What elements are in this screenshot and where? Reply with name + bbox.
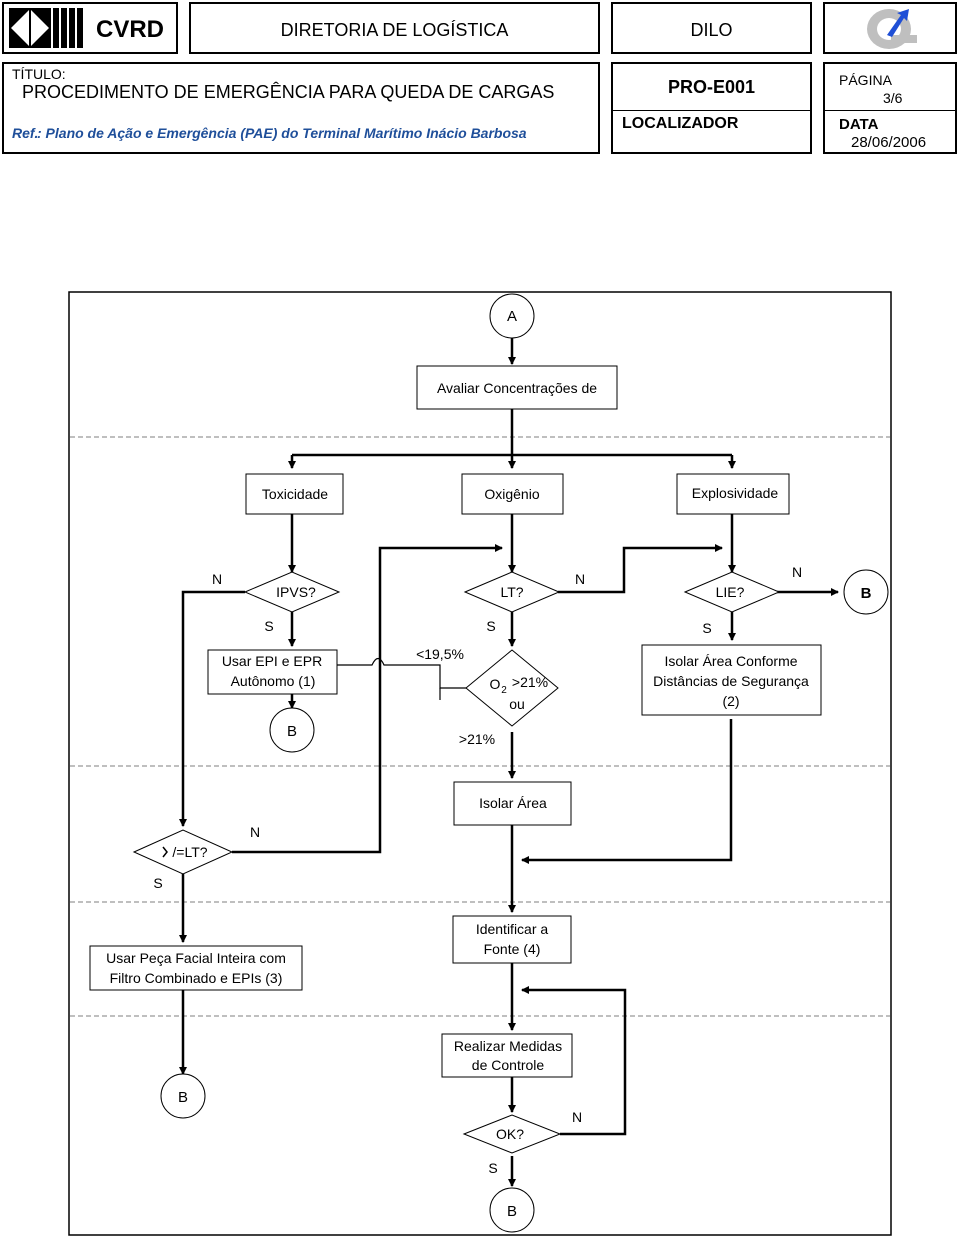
isolate-line3: (2)	[722, 693, 739, 709]
mask-box	[89, 945, 303, 991]
directorate-name: DIRETORIA DE LOGÍSTICA	[280, 20, 509, 40]
procedure-code: PRO-E001	[667, 77, 756, 97]
ipvs-yes-label: S	[264, 618, 273, 634]
epr-line1: Usar EPI e EPR	[222, 653, 322, 669]
connector-b-ipvs	[269, 707, 315, 753]
code-divider	[613, 110, 810, 111]
isolate-line2: Distâncias de Segurança	[653, 673, 809, 689]
gte-lt-yes-label: S	[153, 875, 162, 891]
o2-low-label: <19,5%	[416, 646, 464, 662]
connector-b-ipvs-label: B	[287, 723, 297, 740]
control-line1: Realizar Medidas	[454, 1038, 562, 1054]
o2-decision	[465, 649, 559, 727]
o2-thin-links	[337, 657, 466, 700]
o2-symbol: O	[490, 676, 501, 692]
evaluate-box	[416, 365, 618, 410]
unit-box: DILO	[611, 2, 812, 54]
isolate-area-box	[453, 781, 572, 826]
control-box	[441, 1033, 573, 1078]
mask-line2: Filtro Combinado e EPIs (3)	[110, 970, 283, 986]
page-divider	[825, 110, 955, 111]
o2-or-label: ou	[509, 696, 525, 712]
explosivity-box	[676, 473, 790, 515]
lie-no-label: N	[792, 564, 802, 580]
lt-no-label: N	[575, 571, 585, 587]
dashed-separators	[70, 436, 890, 1017]
reference-prefix: Ref.	[12, 125, 39, 141]
date-label: DATA	[839, 116, 879, 133]
connector-b-left	[160, 1073, 206, 1119]
o2-subscript: 2	[501, 685, 507, 696]
o2-high-bottom-label: >21%	[459, 731, 495, 747]
isolate-area-label: Isolar Área	[479, 795, 547, 811]
ipvs-decision	[243, 571, 341, 613]
date-value: 28/06/2006	[851, 134, 927, 151]
company-logo-icon	[9, 8, 83, 48]
connector-b-end-label: B	[507, 1203, 517, 1220]
isolate-conditions-box	[641, 644, 822, 716]
o2-high-label: >21%	[512, 674, 548, 690]
page-label: PÁGINA	[839, 72, 892, 88]
lt-yes-label: S	[486, 618, 495, 634]
directorate-box: DIRETORIA DE LOGÍSTICA	[189, 2, 600, 54]
toxicity-label: Toxicidade	[262, 486, 328, 502]
identify-line1: Identificar a	[476, 921, 549, 937]
quality-logo-icon	[867, 9, 917, 49]
lie-yes-label: S	[702, 620, 711, 636]
flowchart-frame	[68, 291, 892, 1236]
ok-label: OK?	[496, 1126, 524, 1142]
ok-yes-label: S	[488, 1160, 497, 1176]
connectors	[179, 338, 839, 1187]
ipvs-no-label: N	[212, 571, 222, 587]
connector-b-right	[843, 569, 889, 615]
explosivity-label: Explosividade	[692, 485, 779, 501]
lie-decision	[683, 571, 781, 613]
gte-lt-label: /=LT?	[172, 844, 207, 860]
start-label: A	[507, 308, 517, 325]
lie-label: LIE?	[716, 584, 745, 600]
title-box: TÍTULO: PROCEDIMENTO DE EMERGÊNCIA PARA …	[2, 62, 600, 154]
greater-than-mark	[162, 846, 168, 858]
mask-line1: Usar Peça Facial Inteira com	[106, 950, 286, 966]
ok-no-label: N	[572, 1109, 582, 1125]
unit-name: DILO	[690, 20, 733, 40]
epr-line2: Autônomo (1)	[231, 673, 316, 689]
page-value: 3/6	[883, 90, 903, 106]
ipvs-label: IPVS?	[276, 584, 316, 600]
isolate-line1: Isolar Área Conforme	[664, 653, 797, 669]
epr-box	[207, 649, 338, 695]
toxicity-box	[245, 473, 344, 515]
title-label: TÍTULO:	[12, 66, 66, 82]
locator-label: LOCALIZADOR	[622, 115, 739, 132]
gte-lt-no-label: N	[250, 824, 260, 840]
reference-text: : Plano de Ação e Emergência (PAE) do Te…	[37, 125, 527, 141]
document-title: PROCEDIMENTO DE EMERGÊNCIA PARA QUEDA DE…	[22, 82, 555, 102]
control-line2: de Controle	[472, 1057, 545, 1073]
connector-b-end	[489, 1187, 535, 1233]
lt-decision	[463, 571, 561, 613]
evaluate-label: Avaliar Concentrações de	[437, 380, 597, 396]
identify-box	[452, 915, 572, 964]
connector-b-left-label: B	[178, 1089, 188, 1106]
identify-line2: Fonte (4)	[484, 941, 541, 957]
connector-b-right-label: B	[861, 585, 872, 602]
header-logo-box: CVRD	[2, 2, 178, 54]
code-box: PRO-E001 LOCALIZADOR	[611, 62, 812, 154]
oxygen-box	[461, 473, 564, 515]
gte-lt-decision	[132, 829, 234, 875]
shapes	[89, 293, 889, 1233]
oxygen-label: Oxigênio	[484, 486, 539, 502]
lt-label: LT?	[500, 584, 523, 600]
company-name: CVRD	[96, 16, 165, 43]
start-connector	[489, 293, 535, 339]
page-date-box: PÁGINA 3/6 DATA 28/06/2006	[823, 62, 957, 154]
ok-decision	[462, 1114, 562, 1154]
quality-logo-box	[823, 2, 957, 54]
